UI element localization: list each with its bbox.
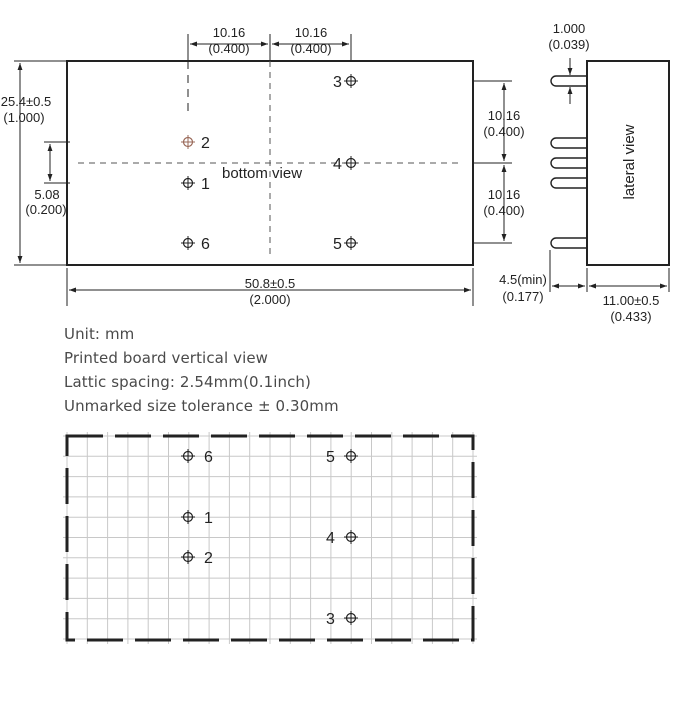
svg-text:2: 2 xyxy=(201,135,210,152)
pin-3: 3 xyxy=(333,74,358,91)
svg-text:10.16: 10.16 xyxy=(488,187,521,202)
width-dimension: 50.8±0.5 (2.000) xyxy=(66,268,474,307)
svg-text:1: 1 xyxy=(201,176,210,193)
svg-text:6: 6 xyxy=(201,236,210,253)
svg-text:5: 5 xyxy=(333,236,342,253)
depth-dimension: 11.00±0.5 (0.433) xyxy=(589,268,670,324)
svg-text:(0.177): (0.177) xyxy=(502,289,543,304)
pin-length-dimension: 4.5(min) (0.177) xyxy=(499,250,588,304)
svg-text:11.00±0.5: 11.00±0.5 xyxy=(603,293,660,308)
svg-text:(0.039): (0.039) xyxy=(548,37,589,52)
pcb-pin-3: 3 xyxy=(326,611,358,628)
svg-text:(0.200): (0.200) xyxy=(25,202,66,217)
svg-text:4: 4 xyxy=(333,156,342,173)
pcb-layout: 6 5 1 2 4 3 xyxy=(63,432,477,644)
pcb-pin-6: 6 xyxy=(181,449,213,466)
svg-text:5: 5 xyxy=(326,449,335,466)
pcb-pin-4: 4 xyxy=(326,530,358,547)
top-dimension-right: 10.16 (0.400) xyxy=(272,25,352,60)
svg-text:(2.000): (2.000) xyxy=(249,292,290,307)
pcb-outline xyxy=(65,434,475,642)
lateral-pin-4 xyxy=(550,177,587,189)
pcb-pin-2: 2 xyxy=(181,550,213,567)
svg-text:1: 1 xyxy=(204,510,213,527)
bottom-view: bottom view 3 2 4 1 xyxy=(1,25,525,307)
svg-text:25.4±0.5: 25.4±0.5 xyxy=(1,94,52,109)
svg-text:(0.433): (0.433) xyxy=(610,309,651,324)
pcb-pin-1: 1 xyxy=(181,510,213,527)
svg-text:1.000: 1.000 xyxy=(553,21,586,36)
pin-2: 2 xyxy=(181,135,210,152)
svg-text:(1.000): (1.000) xyxy=(3,110,44,125)
pin-1: 1 xyxy=(181,176,210,193)
note-unit: Unit: mm xyxy=(64,325,135,343)
svg-text:10.16: 10.16 xyxy=(488,108,521,123)
note-board-view: Printed board vertical view xyxy=(64,349,269,367)
note-tolerance: Unmarked size tolerance ± 0.30mm xyxy=(64,397,339,415)
note-lattice-spacing: Lattic spacing: 2.54mm(0.1inch) xyxy=(64,373,311,391)
lateral-pin-3 xyxy=(550,157,587,169)
pin-5: 5 xyxy=(333,236,358,253)
svg-text:(0.400): (0.400) xyxy=(290,41,331,56)
svg-text:50.8±0.5: 50.8±0.5 xyxy=(245,276,296,291)
svg-text:4.5(min): 4.5(min) xyxy=(499,272,547,287)
svg-text:10.16: 10.16 xyxy=(213,25,246,40)
lateral-pin-2 xyxy=(550,137,587,149)
svg-text:3: 3 xyxy=(326,611,335,628)
lateral-view-label: lateral view xyxy=(621,124,638,199)
top-dimension-left: 10.16 (0.400) xyxy=(187,25,271,60)
lateral-view: lateral view 1.000 (0.039) 4.5(min) (0.1… xyxy=(499,21,670,324)
svg-text:3: 3 xyxy=(333,74,342,91)
svg-text:4: 4 xyxy=(326,530,335,547)
svg-text:(0.400): (0.400) xyxy=(208,41,249,56)
pcb-pin-5: 5 xyxy=(326,449,358,466)
svg-text:(0.400): (0.400) xyxy=(483,203,524,218)
lateral-body-outline xyxy=(586,60,670,266)
svg-text:2: 2 xyxy=(204,550,213,567)
right-dimension: 10.16 (0.400) 10.16 (0.400) xyxy=(474,80,525,244)
height-dimension: 25.4±0.5 (1.000) xyxy=(1,60,66,266)
svg-text:5.08: 5.08 xyxy=(34,187,59,202)
bottom-view-label: bottom view xyxy=(222,165,302,182)
lateral-pin-1 xyxy=(550,75,587,87)
lattice-grid xyxy=(63,432,477,644)
pin-6: 6 xyxy=(181,236,210,253)
pin-4: 4 xyxy=(333,156,358,173)
svg-text:10.16: 10.16 xyxy=(295,25,328,40)
svg-text:6: 6 xyxy=(204,449,213,466)
lateral-pin-5 xyxy=(550,237,587,249)
pin-gap-dimension: 5.08 (0.200) xyxy=(25,141,70,217)
drawing-notes: Unit: mm Printed board vertical view Lat… xyxy=(64,322,339,418)
svg-text:(0.400): (0.400) xyxy=(483,124,524,139)
pin-diameter-dimension: 1.000 (0.039) xyxy=(548,21,590,104)
